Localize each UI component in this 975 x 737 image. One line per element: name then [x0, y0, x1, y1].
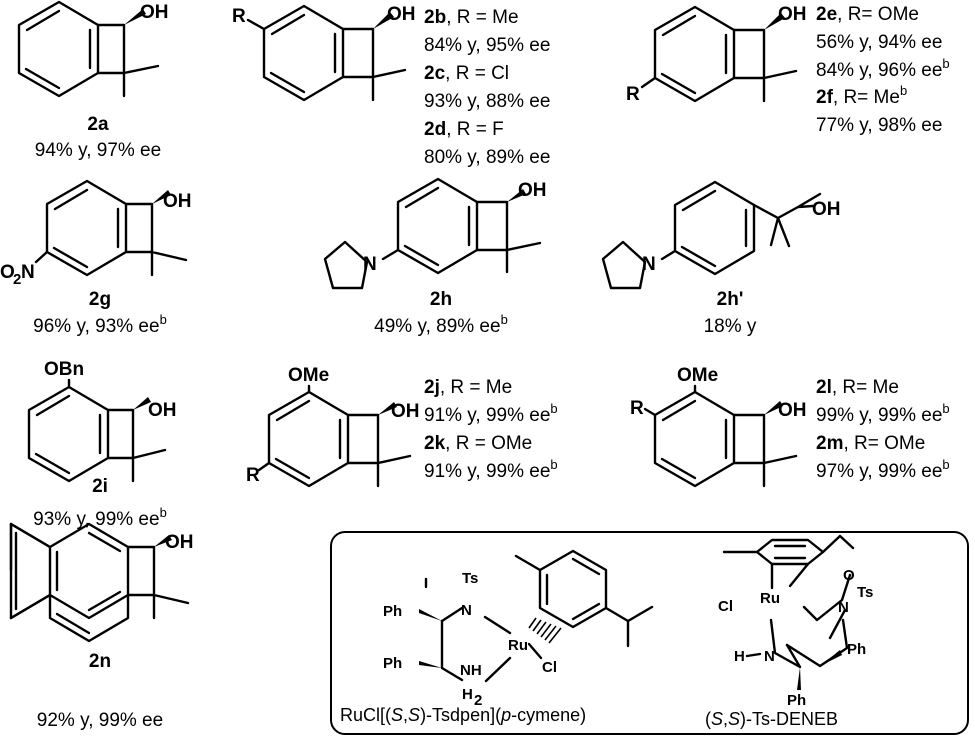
nitrogen-label: N	[461, 602, 472, 619]
catalyst-1-name: RuCl[(S,S)-Tsdpen](p-cymene)	[340, 705, 586, 725]
hydroxyl-label: OH	[391, 401, 420, 422]
hydroxyl-label: OH	[148, 400, 177, 421]
entry-2e-text: 2e, R= OMe 56% y, 94% ee 84% y, 96% eeb …	[816, 4, 950, 136]
chloride-label: Cl	[718, 598, 733, 615]
ruthenium-label: Ru	[508, 637, 528, 654]
ome-label: OMe	[288, 365, 329, 386]
structure-2b: OH R	[232, 4, 416, 102]
nitrogen-label: N	[642, 254, 656, 275]
compound-line: 2d, R = F	[424, 119, 504, 140]
hydroxyl-label: OH	[518, 180, 547, 201]
r-group-label: R	[246, 465, 260, 486]
yield-ee: 94% y, 97% ee	[35, 140, 161, 161]
svg-text:2: 2	[474, 692, 482, 709]
yield-ee: 91% y, 99% eeb	[424, 401, 558, 426]
hydroxyl-label: OH	[778, 400, 807, 421]
nitro-group-label: O 2 N	[0, 262, 35, 288]
structure-2i: OH OBn	[27, 359, 177, 483]
entry-2l-text: 2l, R= Me 99% y, 99% eeb 2m, R= OMe 97% …	[816, 377, 950, 482]
compound-label: 2a	[87, 114, 109, 135]
yield-ee: 99% y, 99% eeb	[816, 401, 950, 426]
catalyst-2-name: (S,S)-Ts-DENEB	[705, 709, 838, 729]
structure-2g: OH O 2 N	[0, 179, 192, 288]
oxygen-label: O	[843, 567, 855, 584]
catalyst-tsdpen-structure: Ts N Ph Ph NH H 2 Ru Cl	[383, 549, 654, 709]
chloride-label: Cl	[542, 659, 557, 676]
svg-text:2: 2	[13, 271, 21, 288]
yield-ee: 77% y, 98% ee	[816, 115, 942, 136]
compound-line: 2b, R = Me	[424, 7, 519, 28]
yield-ee: 97% y, 99% eeb	[816, 457, 950, 482]
obn-label: OBn	[44, 359, 84, 380]
structure-2e: OH R	[626, 4, 807, 105]
compound-line: 2l, R= Me	[816, 377, 899, 398]
svg-text:N: N	[21, 262, 35, 283]
svg-text:H: H	[462, 686, 473, 703]
compound-line: 2f, R= Meb	[816, 83, 907, 108]
entry-2j-text: 2j, R = Me 91% y, 99% eeb 2k, R = OMe 91…	[424, 377, 558, 482]
hydroxyl-label: OH	[812, 199, 841, 220]
entry-2b-text: 2b, R = Me 84% y, 95% ee 2c, R = Cl 93% …	[424, 7, 550, 168]
compound-line: 2k, R = OMe	[424, 433, 532, 454]
compound-label: 2n	[89, 651, 111, 672]
yield-ee: 93% y, 99% eeb	[33, 505, 167, 530]
yield-ee: 84% y, 96% eeb	[816, 56, 950, 81]
hydroxyl-label: OH	[140, 2, 169, 23]
yield-ee: 84% y, 95% ee	[424, 35, 550, 56]
svg-text:O: O	[0, 262, 15, 283]
tosyl-label: Ts	[462, 570, 478, 587]
amine-label: NH	[460, 662, 482, 679]
nitrogen-label: N	[838, 599, 849, 616]
yield-ee: 93% y, 88% ee	[424, 91, 550, 112]
hydroxyl-label: OH	[163, 191, 192, 212]
structure-2h: OH N	[323, 177, 547, 290]
hydrogen-label: H	[734, 648, 745, 665]
hydroxyl-label: OH	[165, 532, 194, 553]
structure-2l: OH OMe R	[630, 365, 807, 488]
yield-ee: 56% y, 94% ee	[816, 32, 942, 53]
yield-ee: 49% y, 89% eeb	[374, 312, 508, 337]
ome-label: OMe	[677, 365, 718, 386]
phenyl-label: Ph	[383, 655, 402, 672]
compound-label: 2g	[89, 289, 111, 310]
hydroxyl-label: OH	[387, 4, 416, 25]
compound-label: 2i	[92, 476, 108, 497]
hydroxyl-label: OH	[778, 4, 807, 25]
phenyl-label: Ph	[847, 641, 866, 658]
yield-ee: 80% y, 89% ee	[424, 147, 550, 168]
compound-label: 2h'	[717, 289, 744, 310]
yield-ee: 91% y, 99% eeb	[424, 457, 558, 482]
compound-line: 2m, R= OMe	[816, 433, 925, 454]
compound-label: 2h	[430, 289, 452, 310]
r-group-label: R	[232, 6, 246, 27]
structure-2h-prime: OH N	[601, 180, 841, 290]
nitrogen-label: N	[764, 648, 775, 665]
ruthenium-label: Ru	[760, 590, 780, 607]
nitrogen-label: N	[363, 254, 377, 275]
phenyl-label: Ph	[787, 692, 806, 709]
structure-2a: OH	[17, 0, 169, 98]
yield-ee: 96% y, 93% eeb	[33, 312, 167, 337]
r-group-label: R	[626, 84, 640, 105]
structure-2j: OH OMe R	[246, 365, 420, 488]
yield-ee: 92% y, 99% ee	[37, 710, 163, 731]
catalyst-deneb-structure: O Ts Ru Cl N N H Ph Ph	[718, 534, 873, 709]
r-group-label: R	[630, 398, 644, 419]
yield-ee: 18% y	[704, 316, 757, 337]
catalyst-box	[330, 531, 969, 735]
tosyl-label: Ts	[857, 584, 873, 601]
structure-2n: OH	[9, 522, 194, 643]
compound-line: 2e, R= OMe	[816, 4, 919, 25]
phenyl-label: Ph	[383, 603, 402, 620]
compound-line: 2j, R = Me	[424, 377, 512, 398]
nh2-label: H 2	[462, 686, 482, 709]
compound-line: 2c, R = Cl	[424, 63, 509, 84]
